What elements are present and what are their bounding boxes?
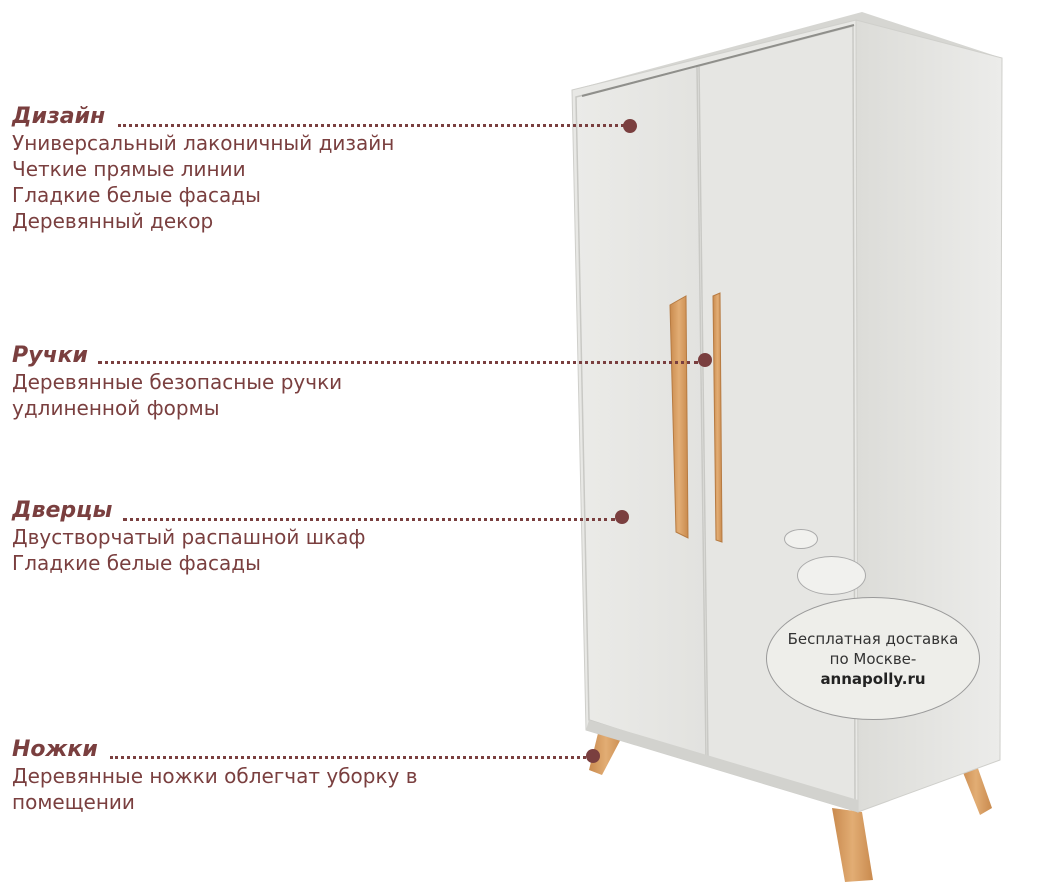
feature-line: Деревянные ножки облегчат уборку в xyxy=(12,764,418,788)
feature-line: удлиненной формы xyxy=(12,396,220,420)
leader-legs xyxy=(110,756,586,759)
feature-title: Ножки xyxy=(12,737,98,762)
delivery-text-line: по Москве- xyxy=(829,649,917,668)
leg-back-right xyxy=(960,760,992,815)
leader-doors xyxy=(123,518,615,521)
feature-line: помещении xyxy=(12,790,135,814)
pointer-dot-doors xyxy=(615,510,629,524)
feature-design: Дизайн Универсальный лаконичный дизайн Ч… xyxy=(12,104,394,234)
feature-title: Дверцы xyxy=(12,498,113,523)
feature-title: Дизайн xyxy=(12,104,106,129)
feature-line: Гладкие белые фасады xyxy=(12,551,261,575)
pointer-dot-design xyxy=(623,119,637,133)
pointer-dot-legs xyxy=(586,749,600,763)
feature-line: Двустворчатый распашной шкаф xyxy=(12,525,366,549)
leader-handles xyxy=(98,361,698,364)
feature-line: Четкие прямые линии xyxy=(12,157,246,181)
feature-handles: Ручки Деревянные безопасные ручки удлине… xyxy=(12,343,342,421)
bubble-tail-medium xyxy=(797,556,866,595)
delivery-bubble: Бесплатная доставка по Москве- annapolly… xyxy=(766,597,980,720)
feature-line: Гладкие белые фасады xyxy=(12,183,261,207)
leg-front-right xyxy=(832,808,873,882)
handle-right xyxy=(712,292,723,543)
handle-left xyxy=(669,295,689,539)
delivery-site-link: annapolly.ru xyxy=(820,669,926,688)
feature-description: Двустворчатый распашной шкаф Гладкие бел… xyxy=(12,524,365,576)
feature-line: Деревянный декор xyxy=(12,209,214,233)
feature-title: Ручки xyxy=(12,343,88,368)
feature-description: Деревянные безопасные ручки удлиненной ф… xyxy=(12,369,342,421)
leader-design xyxy=(118,124,624,127)
feature-line: Универсальный лаконичный дизайн xyxy=(12,131,395,155)
bubble-tail-small xyxy=(784,529,818,549)
feature-doors: Дверцы Двустворчатый распашной шкаф Глад… xyxy=(12,498,365,576)
feature-description: Универсальный лаконичный дизайн Четкие п… xyxy=(12,130,394,234)
feature-legs: Ножки Деревянные ножки облегчат уборку в… xyxy=(12,737,418,815)
delivery-text-line: Бесплатная доставка xyxy=(787,629,959,648)
pointer-dot-handles xyxy=(698,353,712,367)
feature-line: Деревянные безопасные ручки xyxy=(12,370,343,394)
feature-description: Деревянные ножки облегчат уборку в помещ… xyxy=(12,763,418,815)
